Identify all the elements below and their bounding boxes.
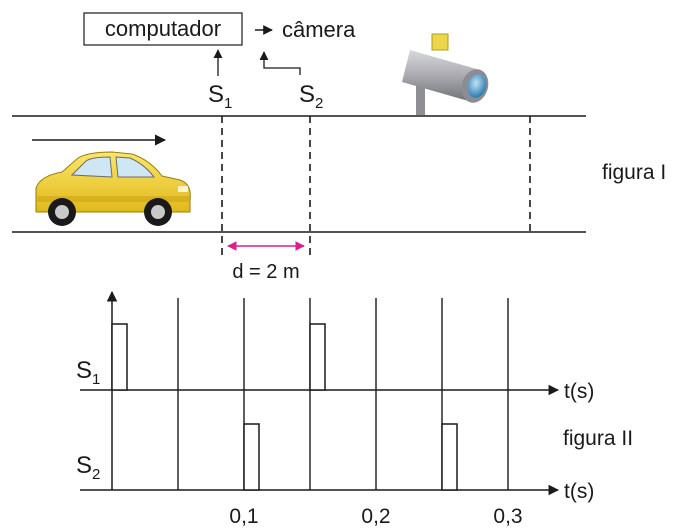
- tick-label: 0,1: [229, 505, 258, 528]
- s2-axis-label: t(s): [564, 480, 594, 503]
- computer-label: computador: [105, 16, 221, 41]
- s2-pulse: [243, 423, 260, 491]
- sensor-s2-label: S2: [299, 81, 323, 112]
- figure-one-caption: figura I: [602, 161, 666, 184]
- s2-wire-arrow: [259, 51, 301, 75]
- figure-one: computador câmera S1 S2: [12, 12, 666, 283]
- distance-label: d = 2 m: [232, 261, 299, 283]
- row-s2-label: S2: [76, 452, 100, 483]
- camera-label: câmera: [282, 17, 356, 42]
- tick-label: 0,2: [361, 505, 390, 528]
- figure-two-caption: figura II: [563, 427, 633, 450]
- sensor-s1-label: S1: [208, 81, 232, 112]
- yellow-car-icon: [35, 151, 191, 226]
- s1-pulse: [309, 323, 326, 391]
- tick-label: 0,3: [493, 505, 522, 528]
- s1-axis-label: t(s): [564, 380, 594, 403]
- computer-box: [83, 12, 243, 46]
- row-s1-label: S1: [76, 357, 100, 388]
- s2-pulse: [441, 423, 458, 491]
- s1-pulse: [111, 323, 128, 391]
- figure-two: t(s) t(s) S1 S2 0,1 0,2 0,3 figura II: [76, 290, 633, 528]
- speed-camera-icon: [402, 33, 489, 115]
